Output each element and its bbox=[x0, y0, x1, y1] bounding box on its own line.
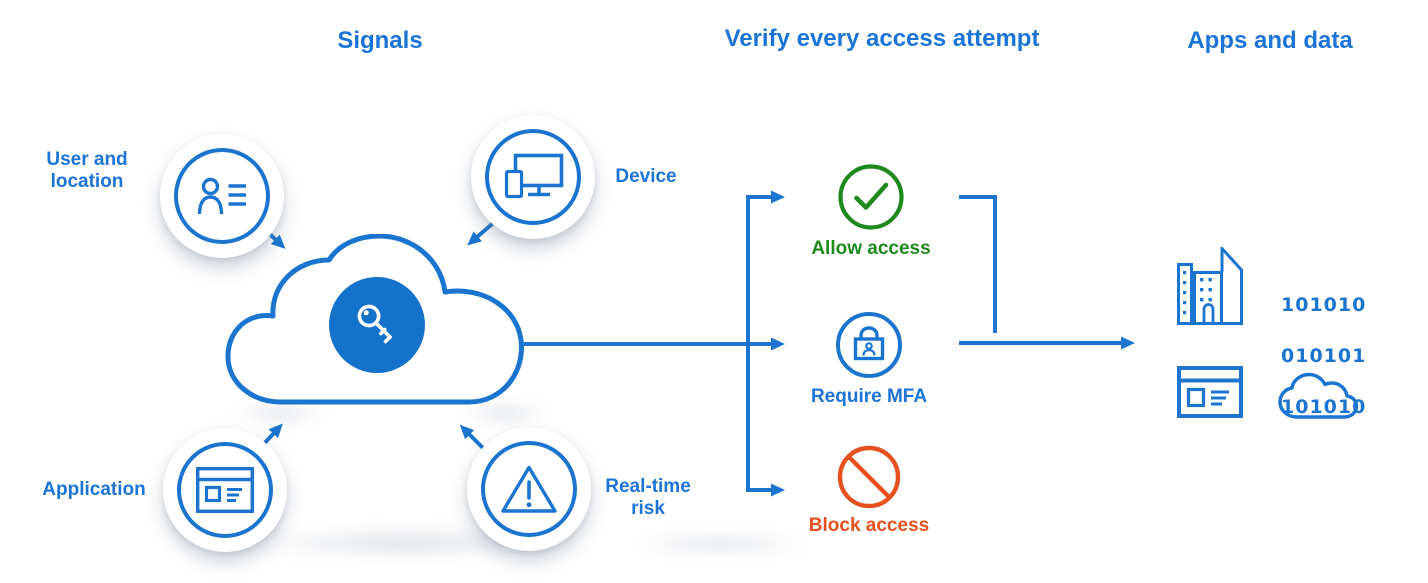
device-label: Device bbox=[615, 166, 677, 187]
user-location-circle bbox=[160, 134, 284, 258]
cloud-icon bbox=[1278, 372, 1359, 419]
device-icon bbox=[504, 153, 564, 199]
line-allow-merge bbox=[959, 195, 997, 333]
risk-circle bbox=[467, 427, 591, 551]
user-contact-icon bbox=[197, 177, 246, 215]
user-location-label: User and location bbox=[46, 149, 128, 193]
browser-window-icon bbox=[1177, 366, 1243, 418]
require-mfa-outcome: Require MFA bbox=[784, 309, 954, 408]
binary-line: 101010 bbox=[1281, 396, 1367, 418]
application-window-icon bbox=[196, 467, 254, 513]
check-circle-icon bbox=[838, 164, 904, 230]
binary-line: 101010 bbox=[1281, 294, 1367, 316]
risk-ring bbox=[481, 441, 577, 537]
application-ring bbox=[177, 442, 273, 538]
application-circle bbox=[163, 428, 287, 552]
device-circle bbox=[471, 115, 595, 239]
block-access-outcome: Block access bbox=[786, 444, 952, 537]
binary-line: 010101 bbox=[1281, 345, 1367, 367]
user-location-ring bbox=[174, 148, 270, 244]
risk-label: Real-time risk bbox=[605, 476, 691, 520]
application-label: Application bbox=[42, 479, 146, 500]
block-access-label: Block access bbox=[808, 515, 930, 536]
key-icon bbox=[357, 304, 392, 344]
apps-and-data-header: Apps and data bbox=[1187, 27, 1353, 54]
buildings-icon bbox=[1177, 247, 1243, 325]
shadow-smear bbox=[595, 530, 845, 558]
block-icon bbox=[837, 445, 901, 509]
key-hub bbox=[329, 277, 425, 373]
device-ring bbox=[485, 129, 581, 225]
warning-triangle-icon bbox=[501, 465, 557, 513]
verify-header: Verify every access attempt bbox=[724, 25, 1040, 52]
allow-access-outcome: Allow access bbox=[786, 161, 956, 260]
allow-access-label: Allow access bbox=[811, 238, 931, 259]
require-mfa-label: Require MFA bbox=[810, 386, 928, 407]
mfa-lock-icon bbox=[836, 312, 902, 378]
binary-code: 101010 010101 101010 bbox=[1281, 263, 1366, 450]
signals-header: Signals bbox=[337, 27, 423, 54]
